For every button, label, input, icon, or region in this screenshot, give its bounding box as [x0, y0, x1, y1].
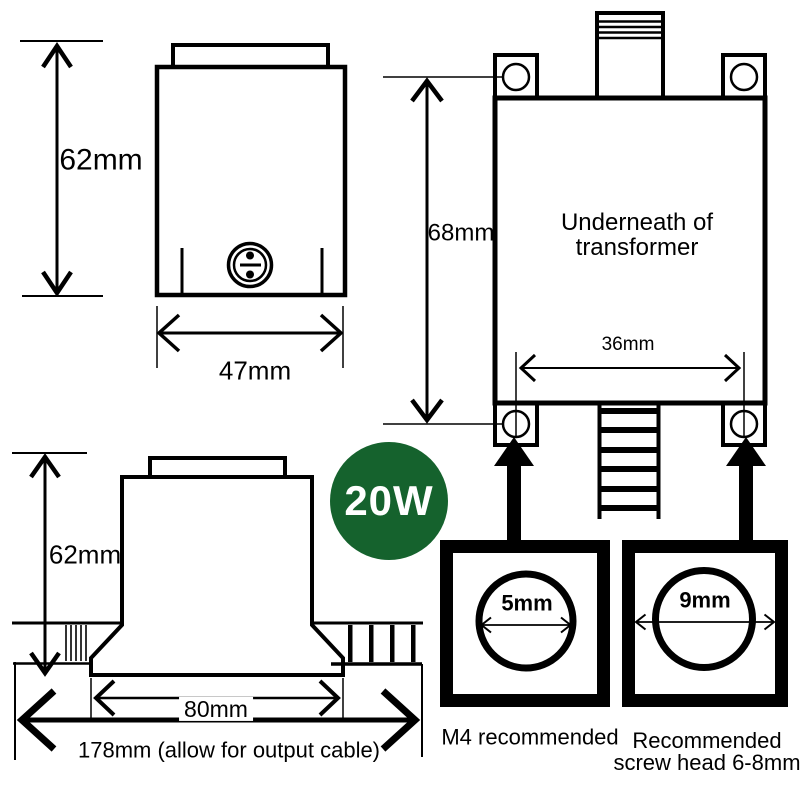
front-body	[154, 64, 348, 298]
front-height-label: 62mm	[59, 143, 143, 177]
underneath-title-line2: transformer	[575, 234, 699, 261]
hole-pitch-dimension-arrow	[515, 352, 745, 437]
hole-pitch-label: 36mm	[601, 334, 655, 356]
front-height-dimension-arrow	[20, 40, 103, 298]
side-body	[89, 475, 345, 677]
screw-head-diameter-label: 9mm	[679, 587, 731, 613]
input-cable	[595, 11, 665, 100]
side-top-cap	[148, 456, 287, 479]
output-cable	[597, 403, 661, 519]
side-right-cable	[312, 621, 423, 666]
front-view-drawing	[20, 40, 348, 368]
screw-hole-caption: M4 recommended	[441, 724, 619, 750]
side-height-dimension-arrow	[12, 452, 87, 677]
front-width-label: 47mm	[218, 355, 292, 386]
underneath-height-dimension-arrow	[383, 76, 502, 425]
base-width-label: 80mm	[179, 697, 253, 721]
screw-hole-detail	[440, 540, 610, 707]
screw-head-caption-line1: Recommended	[632, 728, 782, 753]
screw-head-caption: Recommended screw head 6-8mm	[613, 730, 800, 774]
side-left-cable	[12, 621, 122, 665]
front-width-dimension-arrow	[156, 306, 344, 368]
underneath-base-plate	[492, 95, 768, 406]
underneath-height-label: 68mm	[427, 219, 495, 247]
wattage-badge-label: 20W	[344, 477, 434, 524]
screw-hole-diameter-label: 5mm	[501, 590, 553, 616]
wattage-badge: 20W	[330, 442, 448, 560]
screw-head-caption-line2: screw head 6-8mm	[613, 750, 800, 775]
hole-pointer-arrows	[494, 437, 766, 541]
underneath-title: Underneath of transformer	[561, 210, 713, 260]
underneath-view-drawing	[383, 11, 768, 541]
output-connector-icon	[226, 241, 274, 289]
overall-width-label: 178mm (allow for output cable)	[77, 737, 381, 763]
side-view-drawing	[12, 452, 423, 760]
side-height-label: 62mm	[48, 539, 122, 570]
underneath-title-line1: Underneath of	[560, 209, 714, 236]
screw-head-detail	[622, 540, 788, 707]
